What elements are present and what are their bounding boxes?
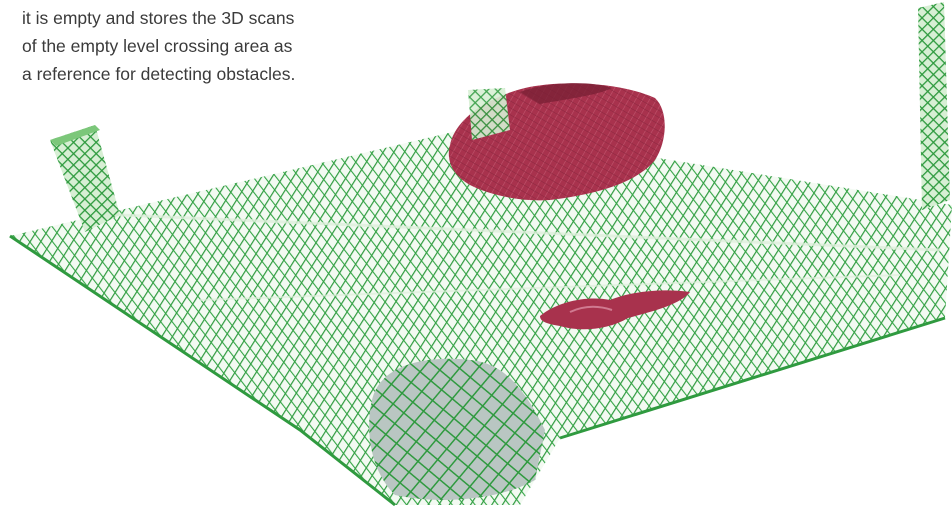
- right-post: [918, 2, 950, 210]
- caption-line: it is empty and stores the 3D scans: [22, 4, 362, 32]
- left-post: [50, 125, 120, 232]
- caption-text: it is empty and stores the 3D scans of t…: [22, 4, 362, 88]
- caption-line: of the empty level crossing area as: [22, 32, 362, 60]
- caption-line: a reference for detecting obstacles.: [22, 60, 362, 88]
